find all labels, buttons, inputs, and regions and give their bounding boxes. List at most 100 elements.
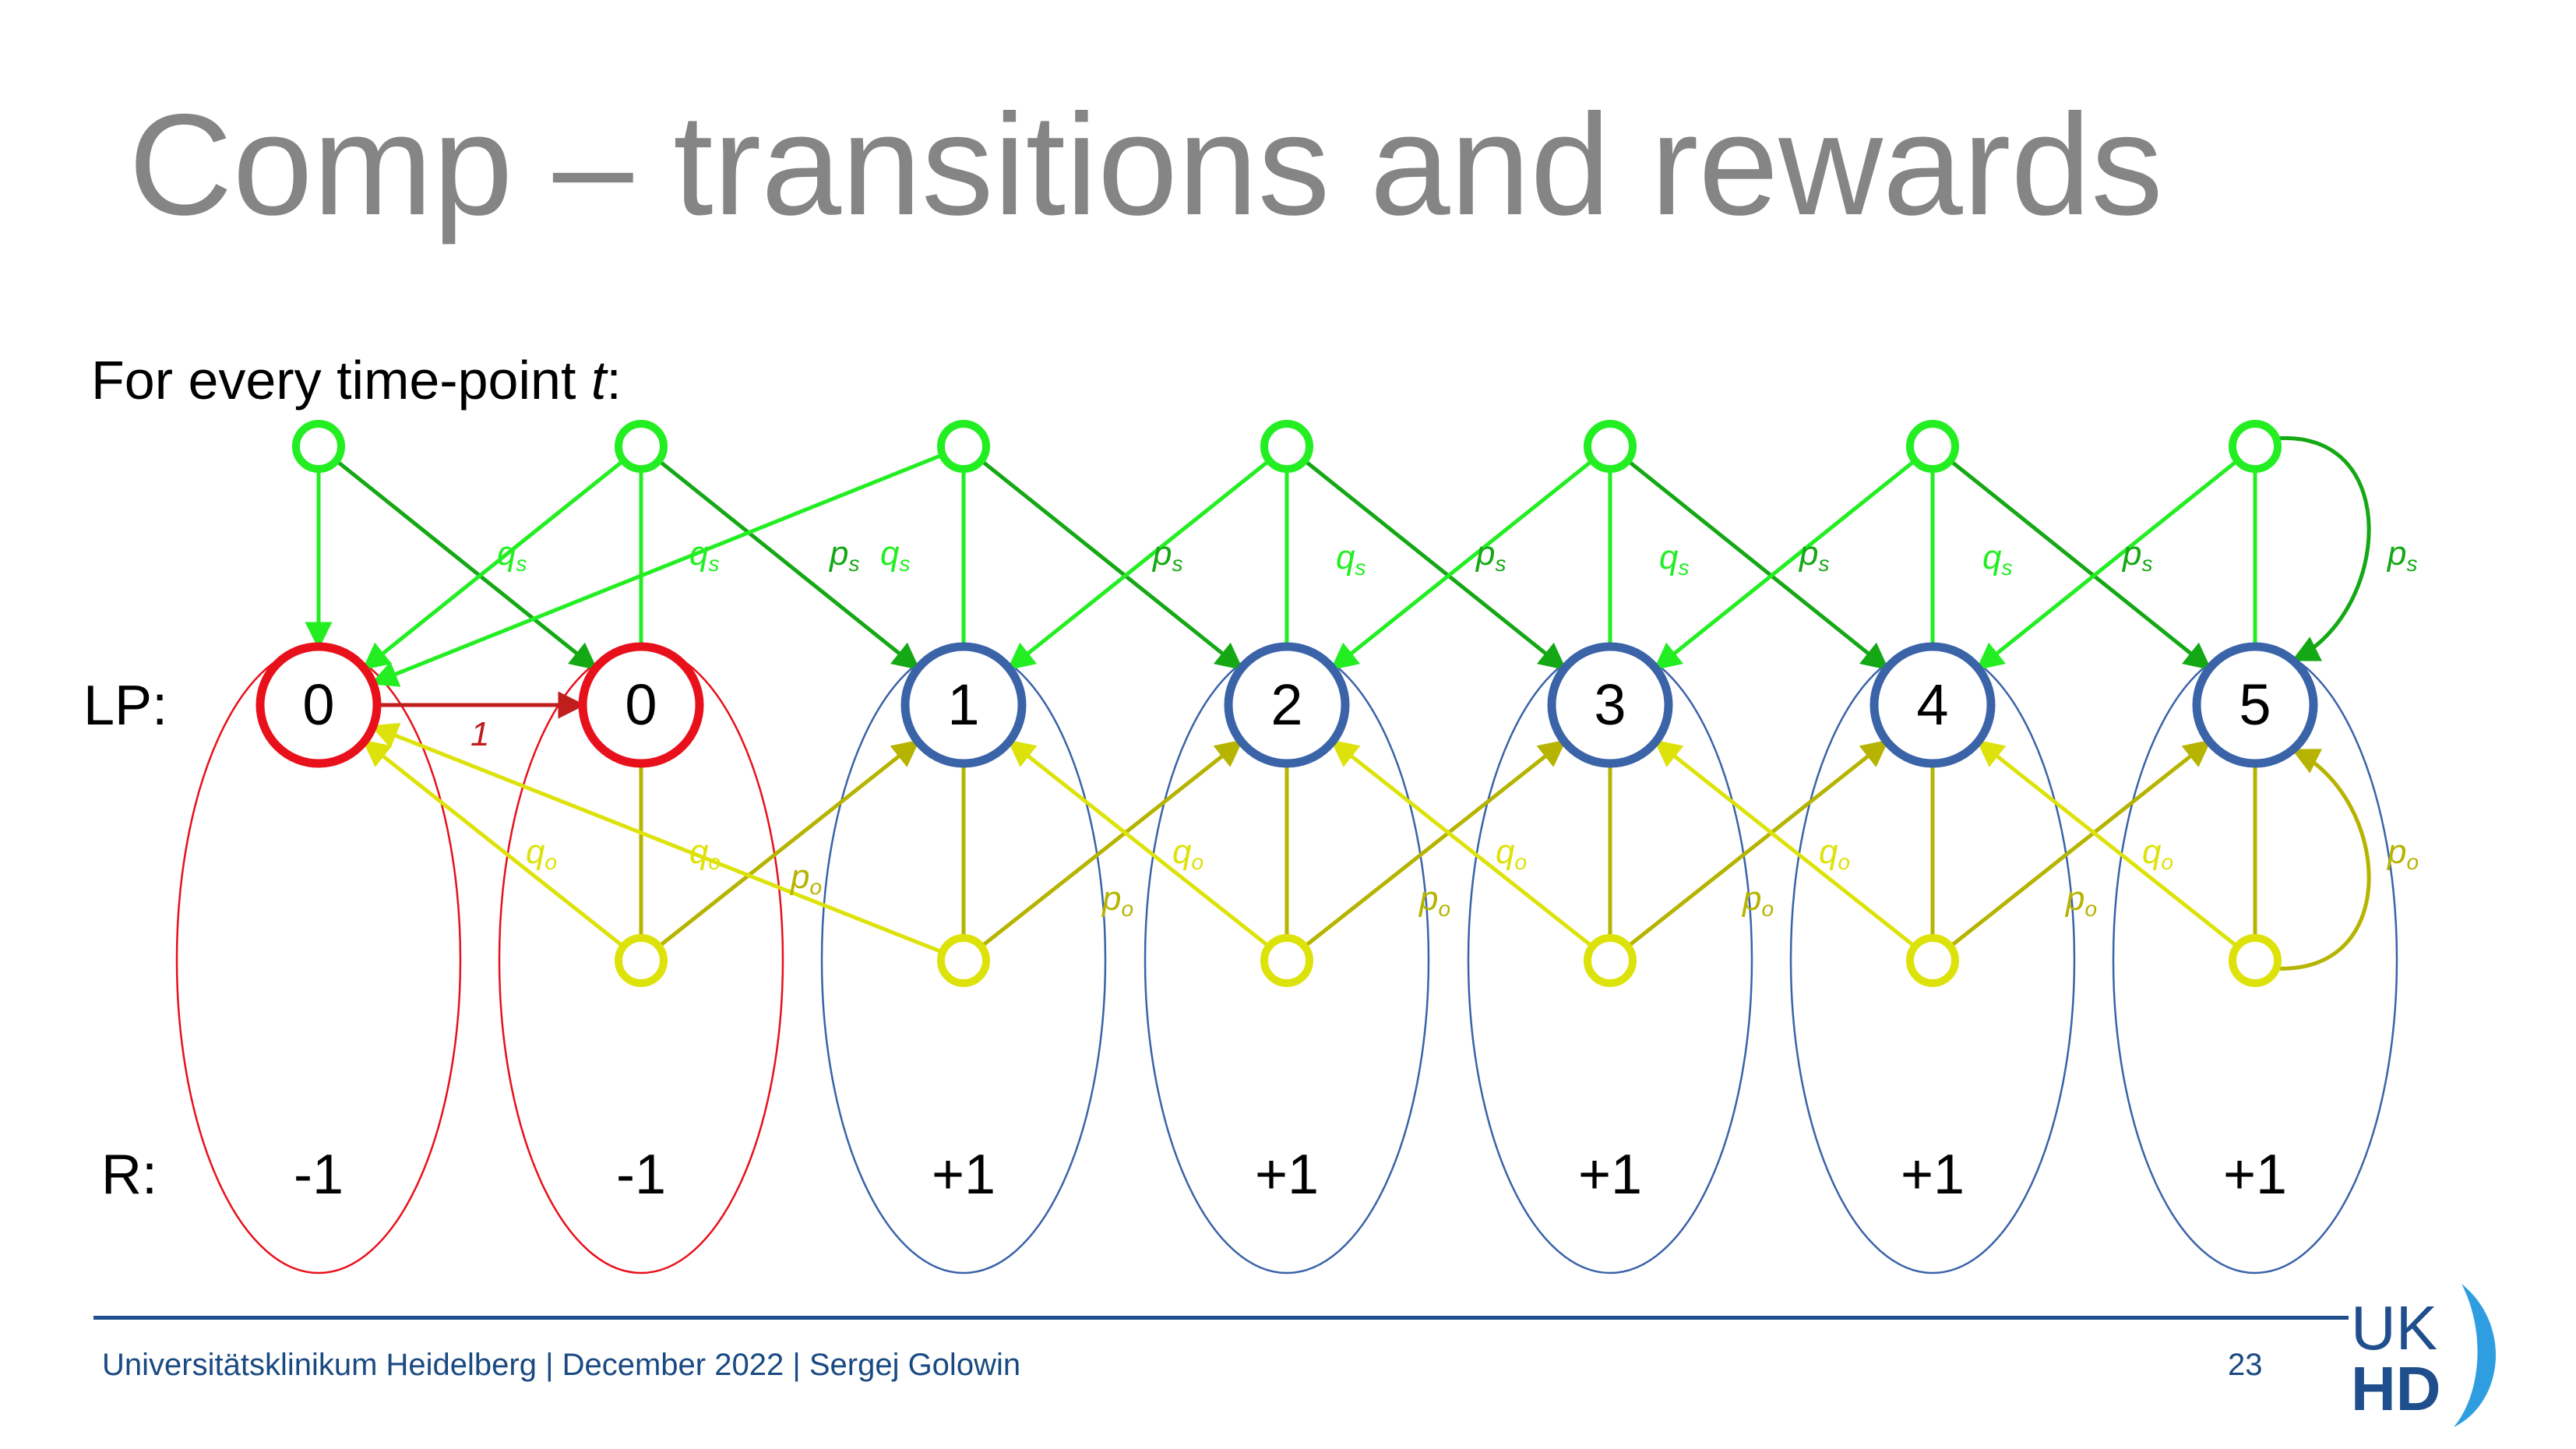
failure-q-edge bbox=[370, 722, 943, 954]
failure-p-edge bbox=[657, 739, 920, 948]
transition-edges bbox=[305, 435, 2371, 971]
reward-value: -1 bbox=[294, 1144, 344, 1206]
success-chance-node bbox=[1260, 420, 1313, 473]
success-p-edge bbox=[335, 459, 598, 671]
p-s-label: ps bbox=[2121, 534, 2152, 576]
success-chance-node bbox=[1584, 420, 1637, 473]
state-label: 3 bbox=[1594, 672, 1626, 737]
failure-chance-node bbox=[937, 934, 990, 987]
success-chance-node bbox=[615, 420, 668, 473]
success-q-edge bbox=[1330, 459, 1594, 671]
q-o-label: qo bbox=[1496, 833, 1527, 874]
q-s-label: qs bbox=[1982, 538, 2012, 580]
state-node bbox=[1224, 642, 1350, 768]
failure-chance-node bbox=[615, 934, 668, 987]
page-number: 23 bbox=[2228, 1348, 2263, 1382]
failure-p-edge bbox=[980, 739, 1243, 948]
lp-row-label: LP: bbox=[83, 675, 167, 737]
state-label: 5 bbox=[2239, 672, 2271, 737]
failure-chance-node bbox=[2229, 934, 2282, 987]
success-p-edge bbox=[657, 459, 921, 671]
p-s-label: ps bbox=[1475, 534, 1506, 576]
q-o-label: qo bbox=[1172, 833, 1203, 874]
prompt-text: For every time-point t: bbox=[91, 350, 622, 411]
success-p-edge bbox=[1626, 459, 1890, 671]
reward-value: +1 bbox=[1578, 1144, 1642, 1206]
footer-divider bbox=[93, 1316, 2349, 1320]
ukhd-logo: UK HD bbox=[2351, 1284, 2497, 1427]
state-node bbox=[578, 642, 704, 768]
reward-value: -1 bbox=[616, 1144, 666, 1206]
q-o-label: qo bbox=[526, 833, 557, 874]
success-q-edge bbox=[1653, 459, 1916, 671]
success-p-edge bbox=[1303, 459, 1567, 671]
failure-q-edge bbox=[1654, 739, 1916, 948]
p-o-label: po bbox=[2386, 833, 2419, 874]
p-o-label: po bbox=[2064, 880, 2097, 921]
reward-row-label: R: bbox=[101, 1144, 157, 1206]
failure-chance-node bbox=[1906, 934, 1959, 987]
failure-q-edge bbox=[1330, 739, 1594, 948]
failure-p-edge bbox=[1626, 739, 1889, 948]
failure-self-loop bbox=[2273, 748, 2371, 971]
failure-chance-node bbox=[1584, 934, 1637, 987]
logo-text-top: UK bbox=[2351, 1293, 2437, 1363]
state-node bbox=[1869, 642, 1996, 768]
reward-value: +1 bbox=[1901, 1144, 1965, 1206]
q-s-label: qs bbox=[689, 534, 719, 576]
success-q-edge bbox=[1006, 459, 1270, 671]
q-s-label: qs bbox=[497, 534, 527, 576]
reset-edge-label: 1 bbox=[470, 715, 489, 753]
failure-q-edge bbox=[362, 739, 625, 948]
footer-text: Universitätsklinikum Heidelberg | Decemb… bbox=[102, 1348, 1021, 1382]
q-s-label: qs bbox=[880, 534, 910, 576]
state-label: 4 bbox=[1916, 672, 1948, 737]
p-s-label: ps bbox=[2386, 534, 2417, 576]
failure-p-edge bbox=[1303, 739, 1566, 948]
p-s-label: ps bbox=[1151, 534, 1182, 576]
logo-swoosh bbox=[2454, 1284, 2497, 1427]
failure-q-edge bbox=[1976, 739, 2239, 948]
success-chance-node bbox=[2229, 420, 2282, 473]
slide-title: Comp – transitions and rewards bbox=[129, 85, 2163, 245]
p-o-label: po bbox=[1741, 880, 1774, 921]
state-label: 1 bbox=[947, 672, 979, 737]
logo-text-bottom: HD bbox=[2351, 1354, 2441, 1423]
success-p-edge bbox=[1949, 459, 2212, 671]
q-o-label: qo bbox=[2142, 833, 2173, 874]
p-o-label: po bbox=[1101, 880, 1133, 921]
state-label: 2 bbox=[1270, 672, 1302, 737]
q-o-label: qo bbox=[689, 833, 721, 874]
success-chance-node bbox=[292, 420, 345, 473]
p-s-label: ps bbox=[828, 534, 859, 576]
state-node bbox=[2192, 642, 2318, 768]
failure-chance-node bbox=[1260, 934, 1313, 987]
success-chance-node bbox=[1906, 420, 1959, 473]
q-o-label: qo bbox=[1819, 833, 1850, 874]
state-label: 0 bbox=[302, 672, 334, 737]
success-q-edge bbox=[1975, 459, 2239, 671]
success-self-loop bbox=[2273, 435, 2371, 662]
p-o-label: po bbox=[1418, 880, 1450, 921]
rewards: -1 -1 +1 +1 +1 +1 +1 bbox=[294, 1144, 2287, 1206]
state-node bbox=[1547, 642, 1673, 768]
state-label: 0 bbox=[625, 672, 657, 737]
state-node bbox=[255, 642, 382, 768]
success-q-edge bbox=[370, 453, 944, 687]
state-node bbox=[900, 642, 1027, 768]
reward-value: +1 bbox=[2223, 1144, 2287, 1206]
p-s-label: ps bbox=[1798, 534, 1829, 576]
state-nodes: 0 0 1 2 3 4 5 bbox=[255, 420, 2318, 987]
q-s-label: qs bbox=[1336, 538, 1366, 580]
failure-p-edge bbox=[1949, 739, 2211, 948]
success-p-edge bbox=[980, 459, 1244, 671]
failure-q-edge bbox=[1007, 739, 1270, 948]
reward-value: +1 bbox=[932, 1144, 996, 1206]
q-s-label: qs bbox=[1659, 538, 1689, 580]
success-q-edge bbox=[361, 459, 625, 671]
p-o-label: po bbox=[789, 858, 822, 899]
reward-value: +1 bbox=[1255, 1144, 1319, 1206]
success-chance-node bbox=[937, 420, 990, 473]
